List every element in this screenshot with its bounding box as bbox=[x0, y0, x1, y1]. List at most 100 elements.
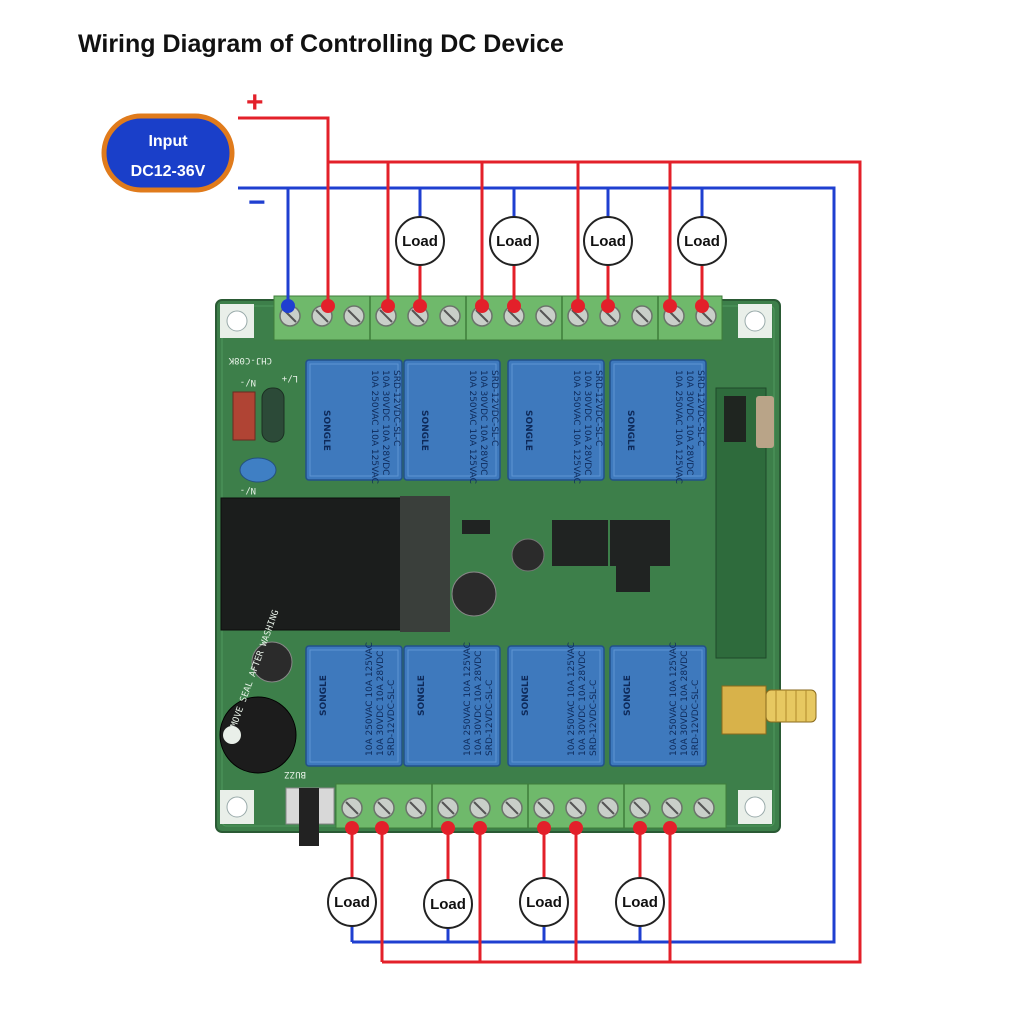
mark-neutral: N/- bbox=[240, 377, 256, 387]
relay-spec-text: 10A 250VAC 10A 125VAC bbox=[571, 370, 581, 484]
relay-spec-text: 10A 250VAC 10A 125VAC bbox=[669, 642, 679, 756]
relay-spec-text: SRD-12VDC-SL-C bbox=[589, 680, 599, 756]
push-button-cap bbox=[299, 788, 319, 846]
bottom-terminal-screw-slot bbox=[505, 801, 519, 815]
relay-spec-text: SRD-12VDC-SL-C bbox=[489, 370, 499, 446]
buzzer bbox=[219, 696, 297, 774]
relay-body bbox=[507, 359, 605, 481]
load: Load bbox=[395, 216, 445, 266]
terminal-connection-dot bbox=[537, 821, 551, 835]
relay-body bbox=[609, 359, 707, 481]
relay-spec-text: SRD-12VDC-SL-C bbox=[391, 370, 401, 446]
terminal-connection-dot bbox=[569, 821, 583, 835]
relay-brand: SONGLE bbox=[625, 410, 635, 451]
mounting-holes bbox=[220, 304, 772, 824]
crystal bbox=[756, 396, 774, 448]
relay-spec-text: 10A 30VDC 10A 28VDC bbox=[478, 370, 488, 475]
rf-receiver-chip bbox=[724, 396, 746, 442]
bottom-terminal-body bbox=[335, 783, 727, 829]
relay-spec-text: 10A 30VDC 10A 28VDC bbox=[380, 370, 390, 475]
relay-body bbox=[403, 645, 501, 767]
load-label: Load bbox=[430, 896, 466, 913]
load-circle bbox=[519, 877, 569, 927]
mark-neutral-2: N/- bbox=[240, 485, 256, 495]
relay-spec-text: 10A 250VAC 10A 125VAC bbox=[365, 642, 375, 756]
mark-line: L/+ bbox=[281, 373, 298, 383]
load-circle bbox=[583, 216, 633, 266]
power-module bbox=[220, 497, 436, 631]
relay-edge bbox=[309, 363, 399, 477]
negative-bus bbox=[238, 186, 836, 944]
top-terminal-block bbox=[273, 295, 723, 341]
bottom-terminal-screw-slot bbox=[473, 801, 487, 815]
diagram-title: Wiring Diagram of Controlling DC Device bbox=[78, 30, 564, 58]
load-label: Load bbox=[590, 233, 626, 250]
relay-brand: SONGLE bbox=[319, 675, 329, 716]
load-label: Load bbox=[496, 233, 532, 250]
sma-connector bbox=[765, 689, 817, 723]
positive-feed bbox=[238, 116, 330, 308]
fuse bbox=[232, 391, 256, 441]
bottom-terminal-screw-slot bbox=[377, 801, 391, 815]
relay-brand: SONGLE bbox=[419, 410, 429, 451]
input-label: Input bbox=[148, 133, 188, 150]
load-circle bbox=[489, 216, 539, 266]
relay-body bbox=[507, 645, 605, 767]
load: Load bbox=[327, 877, 377, 927]
terminal-connection-dot bbox=[601, 299, 615, 313]
load-label: Load bbox=[684, 233, 720, 250]
top-terminal-screw-slot bbox=[571, 309, 585, 323]
terminal-connection-dot bbox=[663, 821, 677, 835]
relay-brand: SONGLE bbox=[623, 675, 633, 716]
load: Load bbox=[677, 216, 727, 266]
terminal-connection-dot bbox=[321, 299, 335, 313]
load-circle bbox=[395, 216, 445, 266]
bottom-terminal-screw-slot bbox=[537, 801, 551, 815]
relay-spec-text: 10A 250VAC 10A 125VAC bbox=[673, 370, 683, 484]
load-label: Load bbox=[402, 233, 438, 250]
input-voltage: DC12-36V bbox=[131, 163, 206, 180]
relay-edge bbox=[613, 363, 703, 477]
load: Load bbox=[615, 877, 665, 927]
relay-body bbox=[305, 645, 403, 767]
terminal-connection-dot bbox=[413, 299, 427, 313]
terminal-connection-dot bbox=[633, 821, 647, 835]
relay-body bbox=[609, 645, 707, 767]
terminal-connection-dot bbox=[381, 299, 395, 313]
relay-spec-text: 10A 30VDC 10A 28VDC bbox=[376, 651, 386, 756]
top-terminal-screw-slot bbox=[539, 309, 553, 323]
negative-mark: − bbox=[248, 186, 266, 219]
relay-brand: SONGLE bbox=[417, 675, 427, 716]
relay-brand: SONGLE bbox=[521, 675, 531, 716]
relay-brand: SONGLE bbox=[321, 410, 331, 451]
load-circle bbox=[677, 216, 727, 266]
relay-spec-text: 10A 30VDC 10A 28VDC bbox=[582, 370, 592, 475]
load: Load bbox=[423, 879, 473, 929]
load-label: Load bbox=[526, 894, 562, 911]
relay-spec-text: SRD-12VDC-SL-C bbox=[593, 370, 603, 446]
bottom-terminal-screw-slot bbox=[409, 801, 423, 815]
buzz-mark: BUZZ bbox=[284, 769, 306, 779]
top-terminal-screw-slot bbox=[411, 309, 425, 323]
bottom-terminal-screw-slot bbox=[697, 801, 711, 815]
bottom-terminal-screw-slot bbox=[633, 801, 647, 815]
bottom-terminal-block bbox=[335, 783, 727, 829]
bottom-terminal-screw-slot bbox=[665, 801, 679, 815]
top-terminal-screw-slot bbox=[507, 309, 521, 323]
relay-body bbox=[305, 359, 403, 481]
top-terminal-body bbox=[273, 295, 723, 341]
terminal-connection-dot bbox=[473, 821, 487, 835]
terminal-connection-dot bbox=[475, 299, 489, 313]
relay-spec-text: 10A 30VDC 10A 28VDC bbox=[684, 370, 694, 475]
terminal-connection-dot bbox=[663, 299, 677, 313]
relay-spec-text: SRD-12VDC-SL-C bbox=[691, 680, 701, 756]
load-circle bbox=[327, 877, 377, 927]
